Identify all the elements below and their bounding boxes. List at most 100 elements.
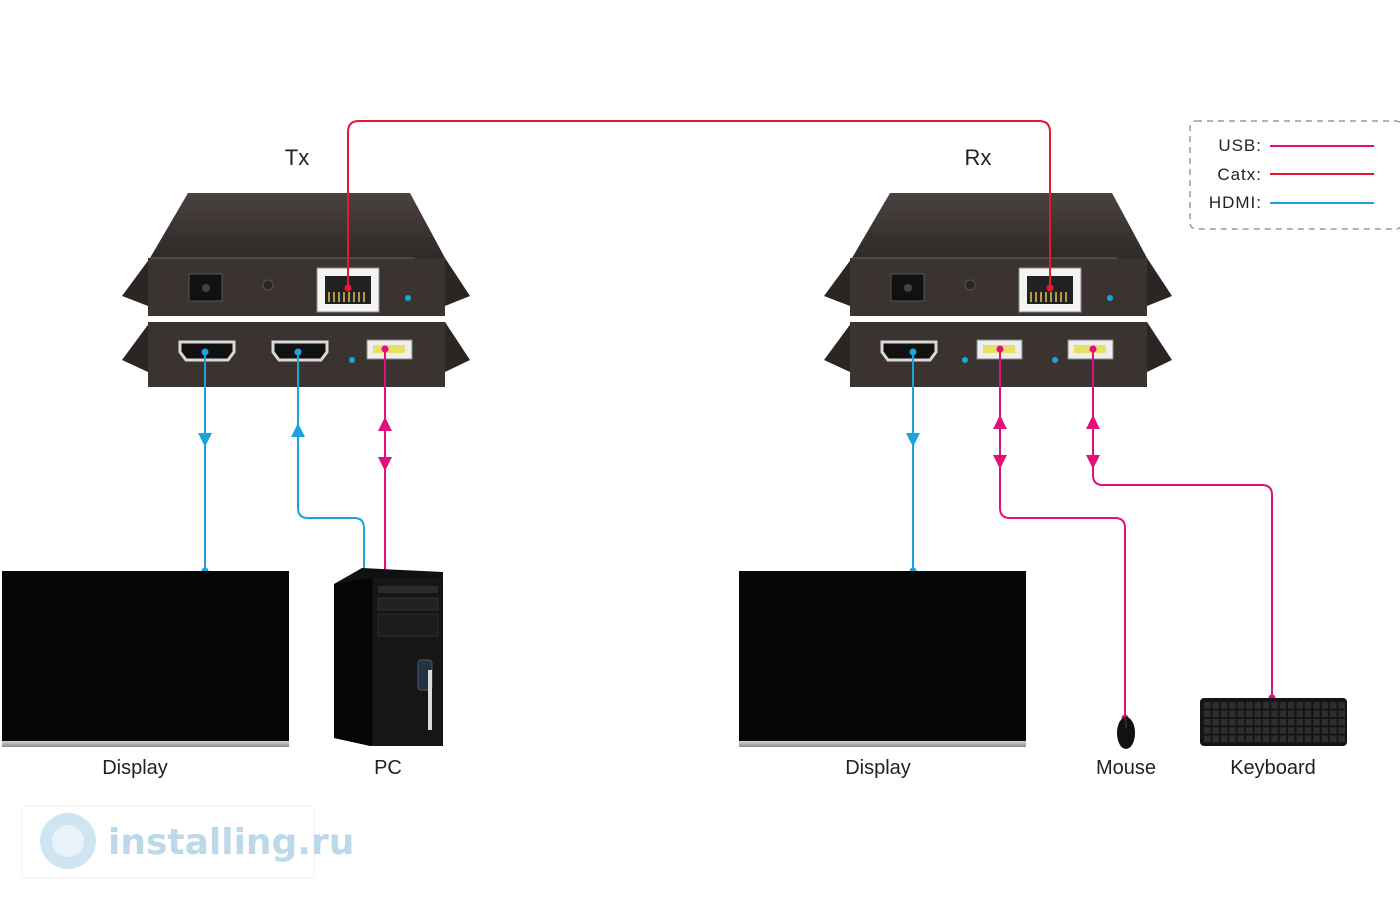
keyboard-key — [1204, 727, 1211, 734]
keyboard-key — [1204, 735, 1211, 743]
keyboard-key — [1237, 735, 1245, 743]
keyboard-key — [1304, 735, 1312, 743]
keyboard-key — [1254, 710, 1261, 717]
keyboard-key — [1279, 710, 1287, 717]
tx-ear-left-top — [122, 258, 150, 306]
tx-unit: Tx — [122, 145, 470, 387]
keyboard-key — [1271, 710, 1278, 717]
keyboard-key — [1288, 735, 1295, 743]
rx-ear-left-bottom — [824, 322, 852, 372]
keyboard: Keyboard — [1200, 698, 1347, 779]
keyboard-key — [1330, 710, 1337, 717]
keyboard-key — [1288, 702, 1295, 709]
keyboard-key — [1321, 735, 1329, 743]
rx-hdmi-out-port — [880, 340, 938, 362]
keyboard-key — [1313, 727, 1320, 734]
keyboard-key — [1288, 718, 1295, 726]
keyboard-key — [1321, 727, 1329, 734]
watermark: installing.ru — [21, 805, 354, 879]
keyboard-key — [1229, 735, 1236, 743]
rx-keyboard-usb-cable — [1092, 349, 1273, 698]
rx-mouse-usb-cable — [999, 349, 1126, 718]
keyboard-key — [1237, 727, 1245, 734]
keyboard-key — [1246, 702, 1253, 709]
keyboard-label: Keyboard — [1230, 757, 1316, 779]
keyboard-key — [1296, 735, 1303, 743]
keyboard-key — [1229, 718, 1236, 726]
keyboard-key — [1262, 735, 1270, 743]
keyboard-key — [1304, 727, 1312, 734]
keyboard-key — [1254, 718, 1261, 726]
keyboard-key — [1279, 727, 1287, 734]
tx-lid — [150, 193, 445, 258]
keyboard-key — [1271, 702, 1278, 709]
tx-hdmi-in-cable — [297, 352, 365, 575]
rx-unit: Rx — [824, 145, 1172, 387]
keyboard-key — [1237, 718, 1245, 726]
keyboard-key — [1330, 727, 1337, 734]
rx-ear-right-bottom — [1147, 322, 1172, 372]
keyboard-key — [1321, 710, 1329, 717]
keyboard-key — [1220, 727, 1228, 734]
rx-ear-left-top — [824, 258, 852, 306]
keyboard-keys — [1204, 702, 1345, 743]
keyboard-key — [1220, 735, 1228, 743]
keyboard-key — [1212, 710, 1219, 717]
keyboard-key — [1288, 727, 1295, 734]
legend-hdmi-label: HDMI: — [1209, 193, 1262, 212]
keyboard-key — [1271, 735, 1278, 743]
keyboard-key — [1338, 727, 1345, 734]
keyboard-key — [1246, 735, 1253, 743]
keyboard-key — [1321, 718, 1329, 726]
keyboard-key — [1212, 727, 1219, 734]
keyboard-key — [1279, 735, 1287, 743]
keyboard-key — [1304, 718, 1312, 726]
keyboard-key — [1220, 702, 1228, 709]
keyboard-key — [1212, 702, 1219, 709]
rx-lid — [852, 193, 1147, 258]
keyboard-key — [1237, 710, 1245, 717]
keyboard-key — [1254, 702, 1261, 709]
rx-display-screen — [739, 571, 1026, 741]
mouse-label: Mouse — [1096, 757, 1156, 779]
keyboard-key — [1262, 727, 1270, 734]
keyboard-key — [1296, 727, 1303, 734]
keyboard-key — [1220, 710, 1228, 717]
mouse: Mouse — [1096, 717, 1156, 779]
keyboard-key — [1313, 718, 1320, 726]
keyboard-key — [1254, 727, 1261, 734]
keyboard-key — [1204, 702, 1211, 709]
keyboard-key — [1330, 718, 1337, 726]
keyboard-key — [1229, 710, 1236, 717]
keyboard-key — [1330, 702, 1337, 709]
keyboard-key — [1338, 718, 1345, 726]
keyboard-key — [1313, 702, 1320, 709]
catx-cable — [347, 120, 1051, 288]
keyboard-key — [1204, 710, 1211, 717]
keyboard-key — [1246, 710, 1253, 717]
keyboard-key — [1338, 735, 1345, 743]
keyboard-key — [1279, 718, 1287, 726]
keyboard-key — [1271, 718, 1278, 726]
legend-frame — [1189, 120, 1400, 230]
tx-ear-left-bottom — [122, 322, 150, 372]
keyboard-key — [1330, 735, 1337, 743]
keyboard-key — [1271, 727, 1278, 734]
rx-display-label: Display — [845, 757, 911, 779]
keyboard-key — [1220, 718, 1228, 726]
tx-status-led — [405, 295, 411, 301]
keyboard-key — [1246, 718, 1253, 726]
keyboard-key — [1304, 710, 1312, 717]
tx-reset-button — [262, 279, 274, 291]
rx-ear-right-top — [1147, 258, 1172, 306]
keyboard-key — [1254, 735, 1261, 743]
keyboard-key — [1279, 702, 1287, 709]
rx-title: Rx — [965, 145, 992, 170]
keyboard-key — [1212, 718, 1219, 726]
keyboard-key — [1338, 702, 1345, 709]
rx-display: Display — [739, 571, 1026, 779]
keyboard-key — [1296, 718, 1303, 726]
pc-tower: PC — [334, 568, 443, 779]
tx-dc-jack — [188, 273, 223, 302]
